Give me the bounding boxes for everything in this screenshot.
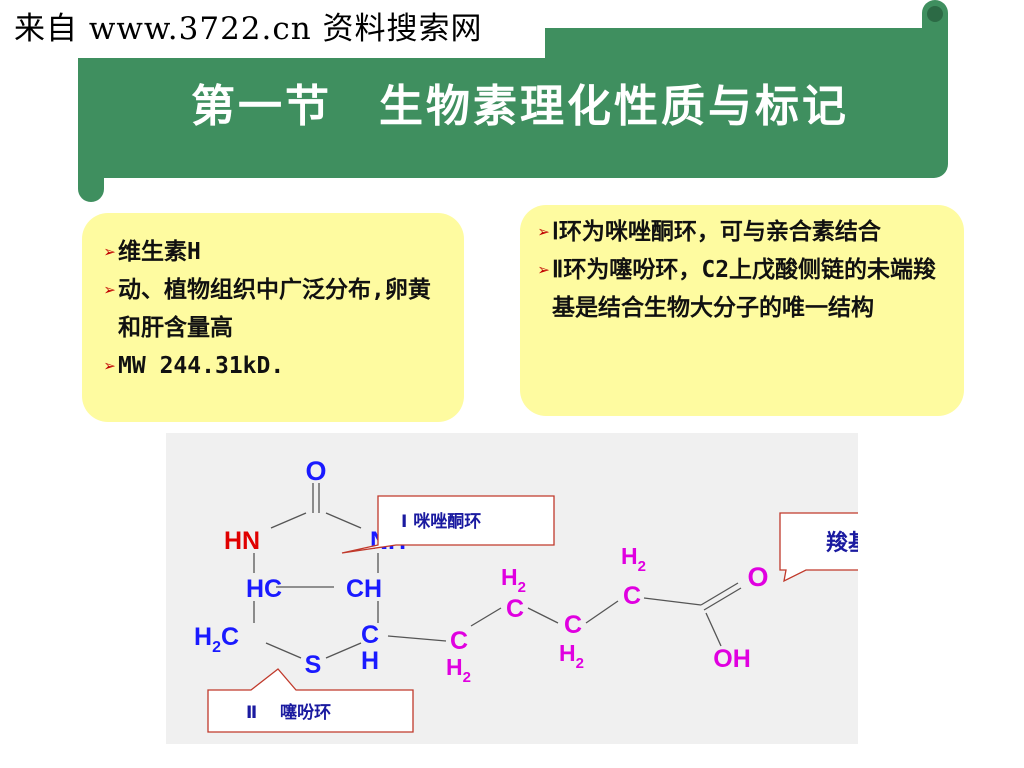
- atom-label: H2: [559, 640, 584, 672]
- list-item: ➢维生素H: [104, 233, 452, 271]
- atom-label: O: [305, 456, 326, 486]
- arrow-bullet-icon: ➢: [104, 278, 117, 302]
- bullet-text: Ⅰ环为咪唑酮环，可与亲合素结合: [552, 219, 881, 245]
- bullet-text: MW 244.31kD.: [118, 353, 285, 379]
- atom-label: H: [361, 647, 379, 675]
- arrow-bullet-icon: ➢: [104, 354, 117, 378]
- bullet-text: 维生素H: [118, 239, 201, 265]
- banner-dot: [927, 6, 943, 22]
- callout-ring1-text: Ⅰ 咪唑酮环: [401, 511, 481, 532]
- atom-label: O: [747, 562, 768, 592]
- watermark-text: 来自 www.3722.cn 资料搜索网: [0, 0, 545, 58]
- bullet-text: Ⅱ环为噻吩环，C2上戊酸侧链的未端羧基是结合生物大分子的唯一结构: [552, 257, 937, 321]
- biotin-structure-diagram: O HN NH HC CH H2C C H S C H2 C H2 C H2 C…: [194, 456, 917, 733]
- atom-label: C: [564, 611, 582, 639]
- info-box-right: ➢Ⅰ环为咪唑酮环，可与亲合素结合 ➢Ⅱ环为噻吩环，C2上戊酸侧链的未端羧基是结合…: [520, 205, 964, 416]
- banner-curl: [78, 150, 104, 202]
- arrow-bullet-icon: ➢: [104, 240, 117, 264]
- page-title: 第一节 生物素理化性质与标记: [191, 81, 849, 132]
- atom-label: H2: [501, 564, 526, 596]
- atom-label: S: [305, 651, 322, 679]
- info-box-left: ➢维生素H ➢动、植物组织中广泛分布,卵黄和肝含量高 ➢MW 244.31kD.: [82, 213, 464, 422]
- list-item: ➢Ⅱ环为噻吩环，C2上戊酸侧链的未端羧基是结合生物大分子的唯一结构: [538, 251, 954, 327]
- atom-label: C: [623, 582, 641, 610]
- atom-label: C: [506, 595, 524, 623]
- callout-ring2: [207, 668, 414, 733]
- callout-carboxyl-text: 羧基: [826, 530, 858, 556]
- atom-label: CH: [346, 575, 382, 603]
- atom-label: HC: [246, 575, 282, 603]
- atom-label: H2: [446, 654, 471, 686]
- atom-label: OH: [713, 645, 751, 673]
- arrow-bullet-icon: ➢: [538, 220, 551, 244]
- list-item: ➢Ⅰ环为咪唑酮环，可与亲合素结合: [538, 213, 954, 251]
- list-item: ➢动、植物组织中广泛分布,卵黄和肝含量高: [104, 271, 452, 347]
- bond-lines: [253, 483, 742, 659]
- arrow-bullet-icon: ➢: [538, 258, 551, 282]
- callout-ring1: [341, 495, 555, 554]
- atom-label: C: [450, 627, 468, 655]
- atom-label: C: [361, 621, 379, 649]
- atom-label: H2: [621, 543, 646, 575]
- list-item: ➢MW 244.31kD.: [104, 347, 452, 385]
- atom-label: HN: [224, 527, 260, 555]
- biotin-structure-figure: O HN NH HC CH H2C C H S C H2 C H2 C H2 C…: [166, 433, 917, 744]
- atom-label: H2C: [194, 623, 239, 656]
- callout-ring2-text: Ⅱ 噻吩环: [246, 702, 331, 723]
- bullet-text: 动、植物组织中广泛分布,卵黄和肝含量高: [118, 277, 431, 341]
